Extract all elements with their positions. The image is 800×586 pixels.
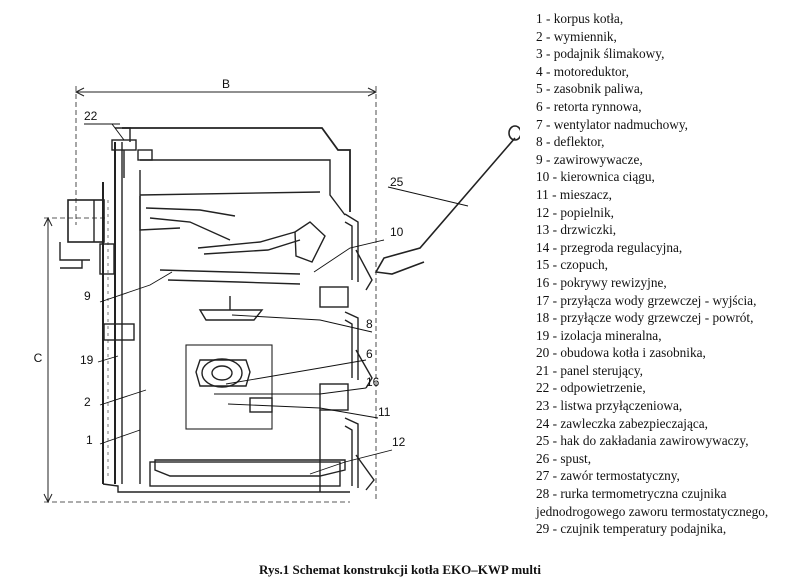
legend-item: 29 - czujnik temperatury podajnika, [536, 521, 727, 537]
legend-item: 8 - deflektor, [536, 134, 605, 150]
legend-item: 17 - przyłącza wody grzewczej - wyjścia, [536, 292, 757, 308]
legend-item: 28 - rurka termometryczna czujnika jedno… [536, 486, 769, 519]
callout-11: 11 [378, 405, 391, 419]
boiler-schematic: B C 22 25 10 9 8 6 16 11 19 2 1 12 [34, 77, 520, 504]
legend-item: 10 - kierownica ciągu, [536, 169, 655, 185]
legend-item: 14 - przegroda regulacyjna, [536, 239, 683, 255]
callout-8: 8 [366, 317, 373, 331]
dimension-c-label: C [34, 351, 43, 365]
legend-item: 15 - czopuch, [536, 257, 608, 273]
legend-item: 25 - hak do zakładania zawirowywaczy, [536, 433, 749, 449]
callout-12: 12 [392, 435, 406, 449]
legend-item: 27 - zawór termostatyczny, [536, 468, 680, 484]
callout-9: 9 [84, 289, 91, 303]
legend-item: 7 - wentylator nadmuchowy, [536, 116, 689, 132]
legend-item: 16 - pokrywy rewizyjne, [536, 274, 667, 290]
legend-item: 19 - izolacja mineralna, [536, 327, 662, 343]
parts-legend: 1 - korpus kotła, 2 - wymiennik, 3 - pod… [536, 10, 798, 538]
legend-item: 26 - spust, [536, 450, 592, 466]
legend-item: 20 - obudowa kotła i zasobnika, [536, 345, 706, 361]
legend-item: 23 - listwa przyłączeniowa, [536, 398, 683, 414]
callout-2: 2 [84, 395, 91, 409]
callout-19: 19 [80, 353, 94, 367]
legend-item: 22 - odpowietrzenie, [536, 380, 646, 396]
figure-caption: Rys.1 Schemat konstrukcji kotła EKO–KWP … [259, 562, 541, 577]
callout-22: 22 [84, 109, 98, 123]
legend-item: 9 - zawirowywacze, [536, 151, 643, 167]
legend-item: 13 - drzwiczki, [536, 222, 617, 238]
callout-16: 16 [366, 375, 380, 389]
legend-item: 24 - zawleczka zabezpieczająca, [536, 415, 708, 431]
callout-25: 25 [390, 175, 404, 189]
legend-item: 2 - wymiennik, [536, 28, 617, 44]
legend-item: 18 - przyłącze wody grzewczej - powrót, [536, 310, 754, 326]
callout-1: 1 [86, 433, 93, 447]
legend-item: 11 - mieszacz, [536, 186, 612, 202]
callout-10: 10 [390, 225, 404, 239]
legend-item: 21 - panel sterujący, [536, 362, 643, 378]
callout-6: 6 [366, 347, 373, 361]
legend-item: 6 - retorta rynnowa, [536, 98, 642, 114]
legend-item: 5 - zasobnik paliwa, [536, 81, 644, 97]
legend-item: 4 - motoreduktor, [536, 63, 629, 79]
legend-item: 12 - popielnik, [536, 204, 614, 220]
legend-item: 1 - korpus kotła, [536, 11, 624, 26]
dimension-b-label: B [222, 77, 230, 91]
legend-item: 3 - podajnik ślimakowy, [536, 46, 665, 62]
